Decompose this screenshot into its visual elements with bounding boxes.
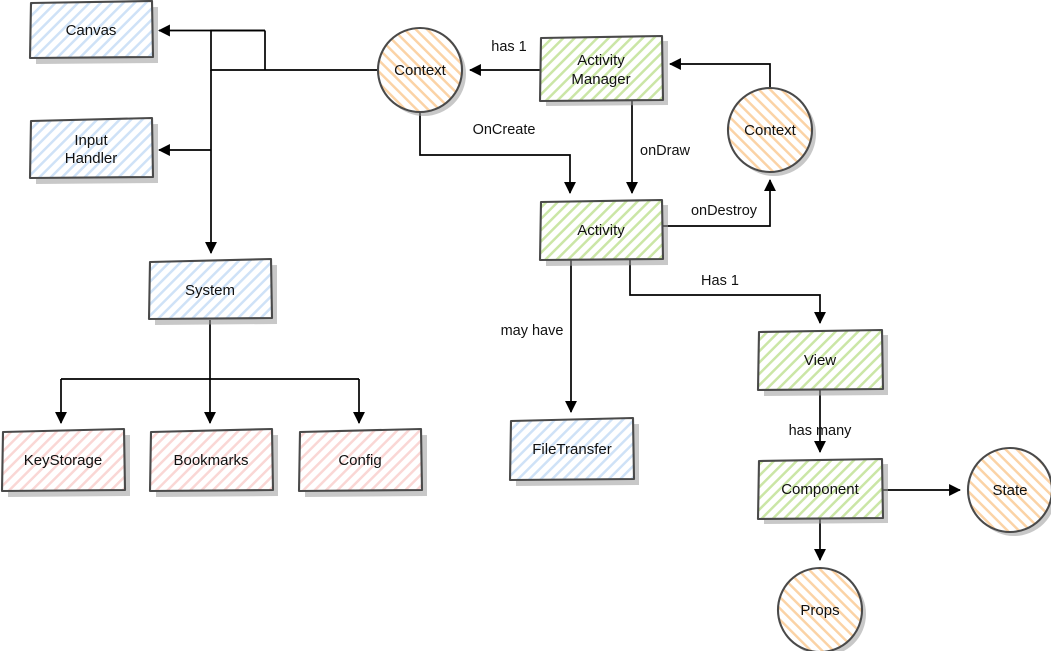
view-box bbox=[756, 328, 885, 392]
edge-activity-to-context-right bbox=[662, 179, 776, 227]
edge-context-top-to-activity bbox=[419, 112, 576, 194]
edge-label-has-1-lower: has 1 bbox=[491, 39, 526, 55]
node-view[interactable]: View bbox=[756, 328, 888, 396]
edge-activity-to-view bbox=[629, 260, 826, 324]
node-input-handler[interactable]: Input Handler bbox=[28, 116, 158, 184]
config-box bbox=[297, 427, 424, 493]
edge-layer bbox=[55, 24, 961, 561]
node-canvas[interactable]: Canvas bbox=[28, 0, 158, 64]
edge-label-has-1-upper: Has 1 bbox=[701, 273, 739, 289]
activity-box bbox=[538, 198, 665, 262]
node-config[interactable]: Config bbox=[297, 427, 427, 497]
node-activity[interactable]: Activity bbox=[538, 198, 668, 266]
edge-label-may-have: may have bbox=[501, 323, 564, 339]
context-right-circle bbox=[726, 86, 814, 174]
edge-context-right-to-activity-manager bbox=[669, 58, 771, 88]
keystorage-box bbox=[0, 427, 127, 493]
node-props[interactable]: Props bbox=[776, 566, 866, 651]
bookmarks-box bbox=[148, 427, 275, 493]
node-activity-manager[interactable]: Activity Manager bbox=[538, 34, 668, 106]
node-context-right[interactable]: Context bbox=[726, 86, 816, 176]
node-state[interactable]: State bbox=[966, 446, 1051, 536]
node-component[interactable]: Component bbox=[756, 457, 888, 524]
filetransfer-box bbox=[508, 416, 636, 482]
edge-label-on-draw: onDraw bbox=[640, 143, 690, 159]
system-box bbox=[147, 257, 274, 321]
activity-manager-box bbox=[538, 34, 665, 103]
component-box bbox=[756, 457, 885, 521]
edge-context-to-canvas-seg bbox=[210, 29, 378, 71]
edge-label-on-destroy: onDestroy bbox=[691, 203, 758, 219]
state-circle bbox=[966, 446, 1051, 534]
node-filetransfer[interactable]: FileTransfer bbox=[508, 416, 639, 486]
props-circle bbox=[776, 566, 864, 651]
node-context-top[interactable]: Context bbox=[376, 26, 466, 116]
node-system[interactable]: System bbox=[147, 257, 277, 325]
node-bookmarks[interactable]: Bookmarks bbox=[148, 427, 278, 497]
node-keystorage[interactable]: KeyStorage bbox=[0, 427, 130, 497]
input-handler-box bbox=[28, 116, 155, 180]
context-top-circle bbox=[376, 26, 464, 114]
canvas-box bbox=[28, 0, 155, 60]
edge-label-on-create: OnCreate bbox=[473, 122, 536, 138]
